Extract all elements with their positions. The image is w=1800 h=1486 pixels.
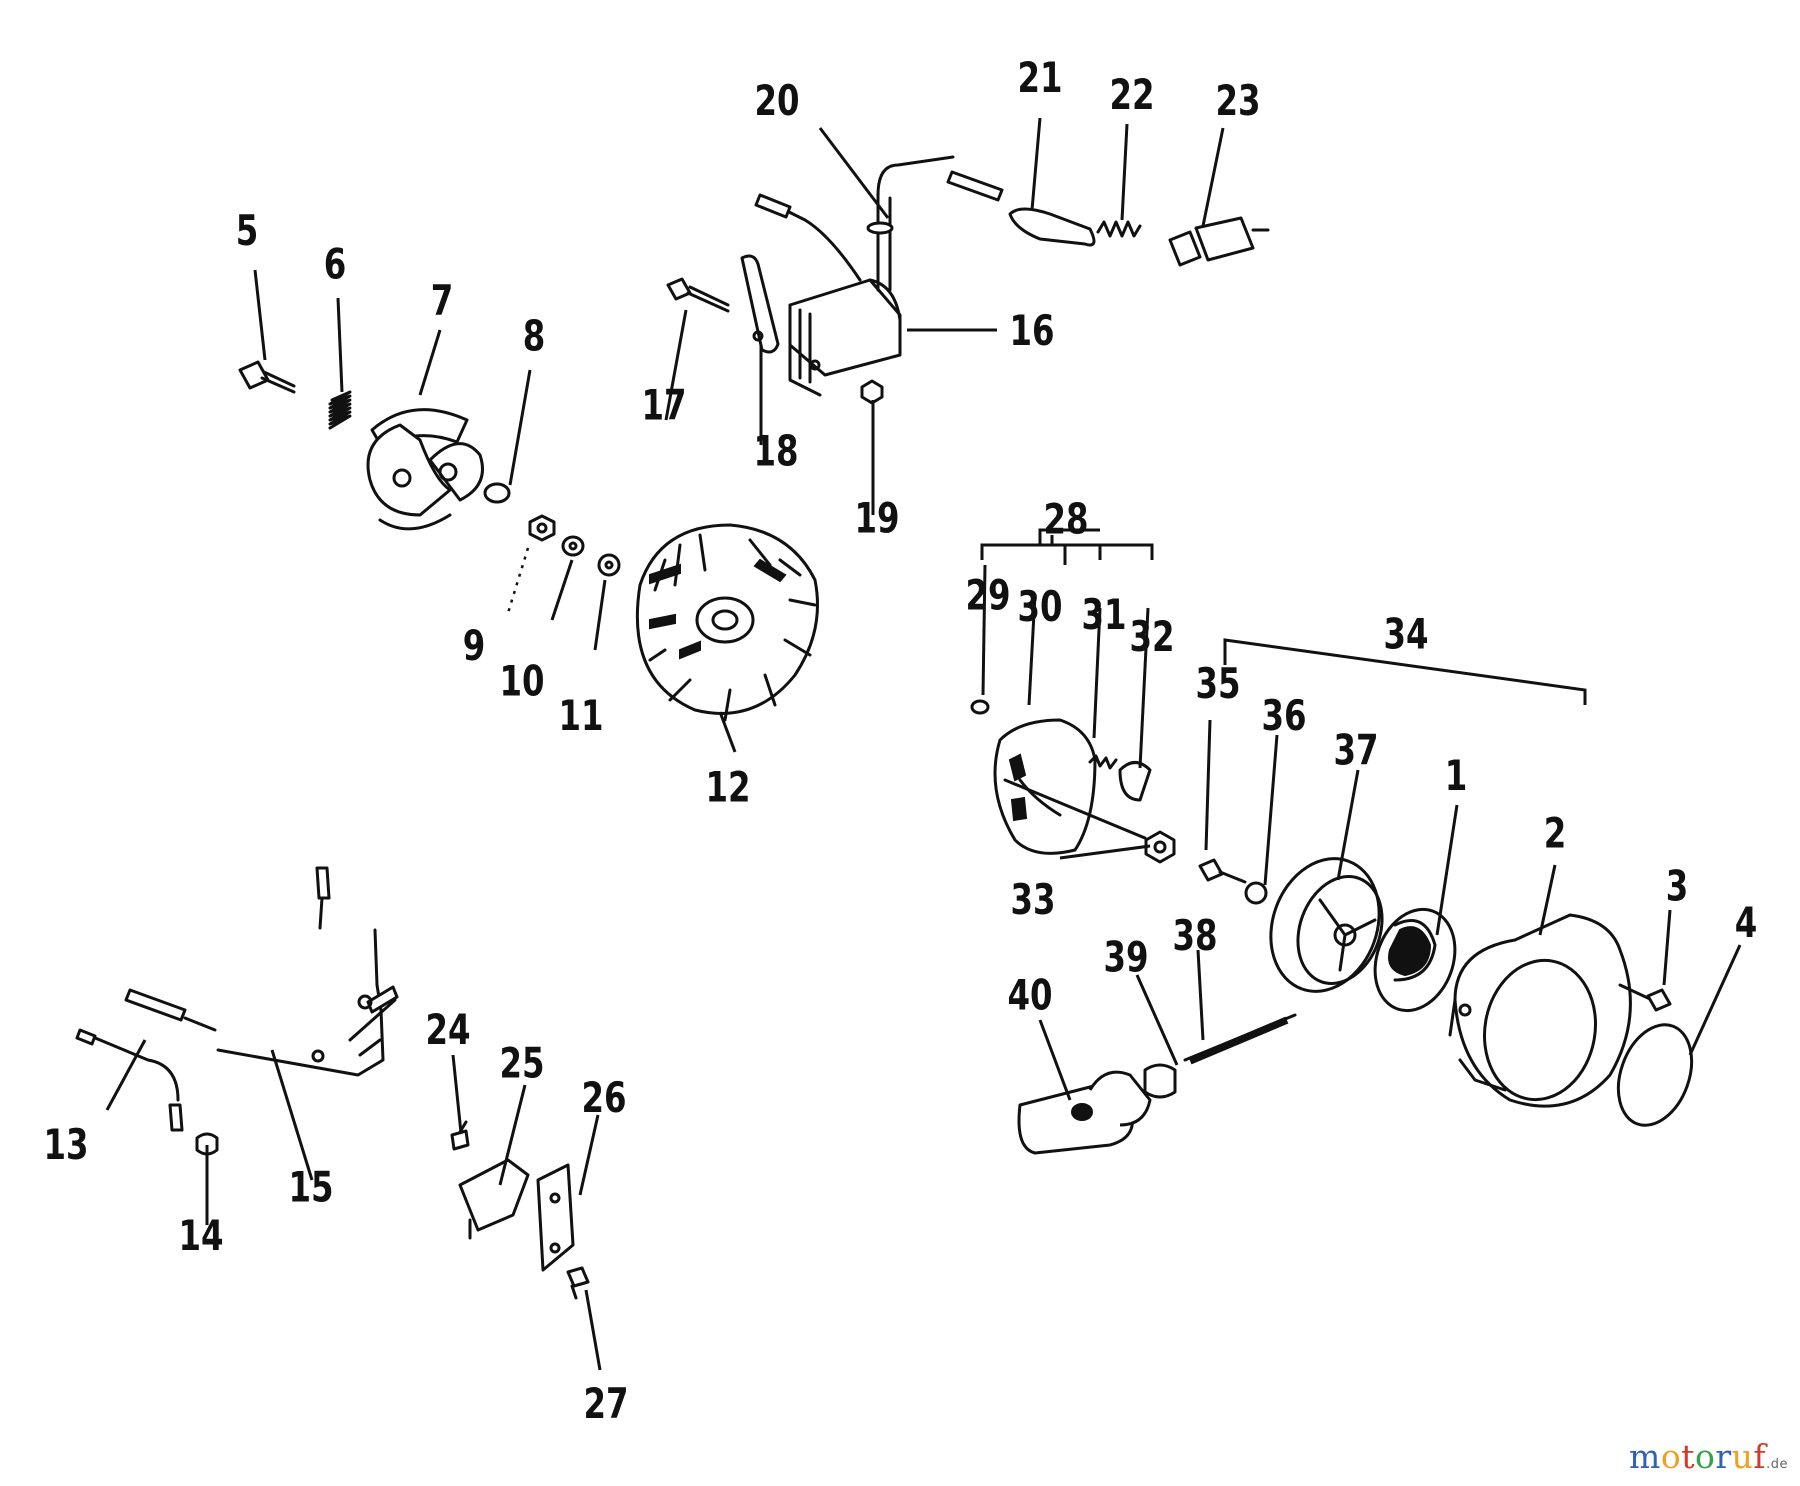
recoil-spring — [1373, 907, 1457, 1013]
callout-39: 39 — [1103, 934, 1148, 982]
callout-4: 4 — [1735, 900, 1758, 948]
callout-24: 24 — [425, 1007, 470, 1055]
callout-40: 40 — [1007, 972, 1052, 1020]
callout-9: 9 — [463, 623, 486, 671]
hv-lead — [754, 155, 1004, 292]
callout-11: 11 — [558, 693, 603, 741]
stop-switch — [458, 1158, 530, 1240]
washer-10 — [561, 535, 585, 557]
leader-lines — [105, 117, 1742, 1371]
callout-32: 32 — [1129, 614, 1174, 662]
callout-numbers: 1 2 3 4 5 6 7 8 9 10 11 12 13 14 15 16 1… — [43, 55, 1757, 1429]
spark-spring — [1096, 220, 1142, 238]
callout-26: 26 — [581, 1075, 626, 1123]
callout-10: 10 — [499, 658, 544, 706]
bracket-screw — [566, 1266, 590, 1300]
pawl — [1118, 761, 1152, 802]
callout-1: 1 — [1445, 753, 1468, 801]
throttle-wire — [75, 866, 399, 1132]
flywheel — [635, 523, 819, 722]
spark-plug — [1168, 216, 1270, 267]
clutch-shoes — [366, 408, 484, 531]
callout-15: 15 — [288, 1164, 333, 1212]
callout-6: 6 — [324, 241, 347, 289]
washer-11 — [597, 553, 621, 577]
callout-18: 18 — [753, 428, 798, 476]
callout-16: 16 — [1009, 308, 1054, 356]
starter-nut — [1144, 830, 1176, 864]
callout-36: 36 — [1261, 693, 1306, 741]
callout-12: 12 — [705, 764, 750, 812]
callout-2: 2 — [1544, 810, 1567, 858]
rope-pulley — [1269, 857, 1384, 993]
callout-17: 17 — [641, 382, 686, 430]
callout-19: 19 — [854, 495, 899, 543]
o-ring — [1616, 1023, 1694, 1127]
nut-9 — [528, 514, 556, 542]
callout-30: 30 — [1017, 584, 1062, 632]
spark-cap — [1008, 207, 1096, 247]
rope-handle — [1017, 1070, 1152, 1155]
callout-28: 28 — [1043, 496, 1088, 544]
callout-21: 21 — [1017, 55, 1062, 103]
clutch-spring — [328, 390, 352, 430]
callout-14: 14 — [178, 1213, 223, 1261]
callout-22: 22 — [1109, 72, 1154, 120]
clutch-bolt — [238, 360, 296, 394]
motoruf-watermark-logo: motoruf.de — [1629, 1437, 1788, 1476]
callout-35: 35 — [1195, 661, 1240, 709]
coil-nut — [860, 379, 884, 405]
callout-29: 29 — [965, 572, 1010, 620]
coil-screw — [666, 277, 730, 313]
pawl-clip — [970, 699, 990, 715]
callout-8: 8 — [523, 313, 546, 361]
pawl-plate — [993, 718, 1097, 855]
starter-rope — [1183, 1013, 1297, 1065]
callout-34: 34 — [1383, 611, 1428, 659]
pawl-spring — [1088, 754, 1118, 770]
callout-7: 7 — [431, 278, 454, 326]
callout-13: 13 — [43, 1122, 88, 1170]
callout-38: 38 — [1172, 913, 1217, 961]
switch-bracket — [536, 1163, 575, 1272]
callout-3: 3 — [1666, 863, 1689, 911]
handle-grommet — [1143, 1063, 1177, 1099]
callout-37: 37 — [1333, 727, 1378, 775]
callout-20: 20 — [754, 78, 799, 126]
callout-31: 31 — [1081, 592, 1126, 640]
washer-8 — [483, 482, 511, 504]
callout-27: 27 — [583, 1381, 628, 1429]
callout-33: 33 — [1010, 877, 1055, 925]
grommet-14 — [195, 1132, 219, 1156]
callout-23: 23 — [1215, 78, 1260, 126]
starter-housing — [1448, 913, 1632, 1108]
callout-25: 25 — [499, 1040, 544, 1088]
housing-screw — [1618, 983, 1672, 1012]
coil-plate — [740, 254, 780, 354]
starter-washer — [1244, 881, 1268, 905]
callout-5: 5 — [236, 208, 259, 256]
ignition-coil — [788, 278, 902, 397]
starter-screw — [1198, 858, 1247, 884]
